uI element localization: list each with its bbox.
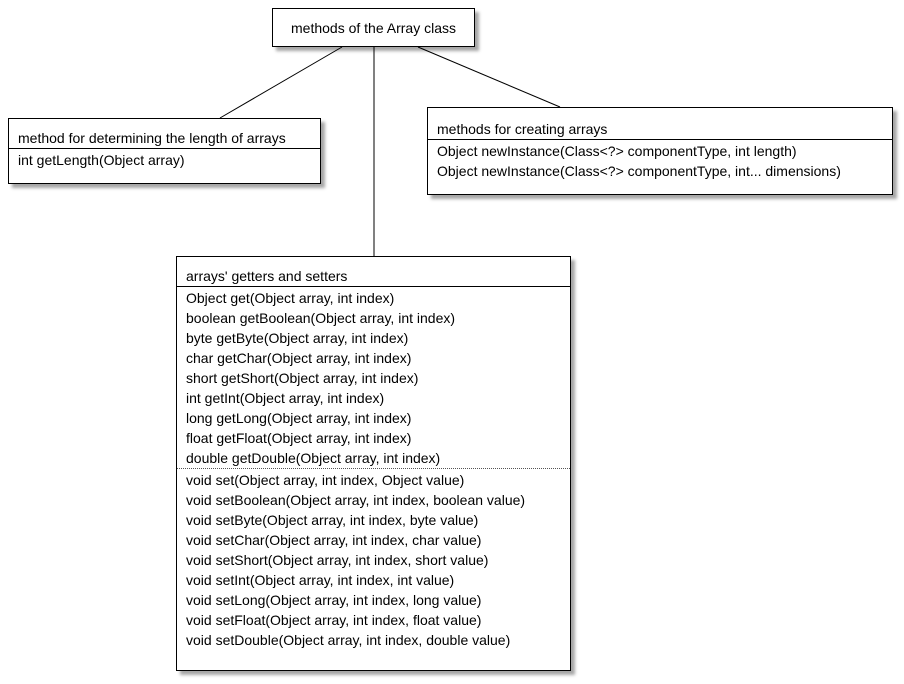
setter-method-line: void set(Object array, int index, Object… [186,472,465,488]
getter-method-line: float getFloat(Object array, int index) [186,430,412,446]
length-methods-title: method for determining the length of arr… [18,130,286,146]
connector-root-to-length [219,46,343,119]
connector-root-to-creation [417,46,561,108]
method-line: int getLength(Object array) [18,152,185,168]
method-line: Object newInstance(Class<?> componentTyp… [437,143,797,159]
setter-method-line: void setBoolean(Object array, int index,… [186,492,526,508]
setter-method-line: void setDouble(Object array, int index, … [186,632,511,648]
root-node: methods of the Array class [272,8,475,47]
setter-methods-list: void set(Object array, int index, Object… [177,468,570,650]
accessor-methods-title: arrays' getters and setters [186,268,348,284]
creation-methods-node: methods for creating arrays Object newIn… [427,107,893,195]
length-methods-list: int getLength(Object array) [9,148,320,170]
setter-method-line: void setShort(Object array, int index, s… [186,552,489,568]
setter-method-line: void setByte(Object array, int index, by… [186,512,479,528]
getter-method-line: char getChar(Object array, int index) [186,350,412,366]
getter-method-line: byte getByte(Object array, int index) [186,330,409,346]
creation-methods-title: methods for creating arrays [437,121,608,137]
getter-method-line: int getInt(Object array, int index) [186,390,385,406]
creation-methods-list: Object newInstance(Class<?> componentTyp… [428,139,892,181]
getter-method-line: short getShort(Object array, int index) [186,370,419,386]
method-line: Object newInstance(Class<?> componentTyp… [437,163,841,179]
getter-methods-list: Object get(Object array, int index) bool… [177,286,570,468]
setter-method-line: void setChar(Object array, int index, ch… [186,532,482,548]
setter-method-line: void setLong(Object array, int index, lo… [186,592,482,608]
accessor-methods-node: arrays' getters and setters Object get(O… [176,256,571,671]
root-node-title: methods of the Array class [291,19,456,36]
getter-method-line: long getLong(Object array, int index) [186,410,412,426]
length-methods-node: method for determining the length of arr… [8,118,321,184]
setter-method-line: void setInt(Object array, int index, int… [186,572,455,588]
setter-method-line: void setFloat(Object array, int index, f… [186,612,482,628]
getter-method-line: Object get(Object array, int index) [186,290,395,306]
getter-method-line: double getDouble(Object array, int index… [186,450,441,466]
getter-method-line: boolean getBoolean(Object array, int ind… [186,310,456,326]
